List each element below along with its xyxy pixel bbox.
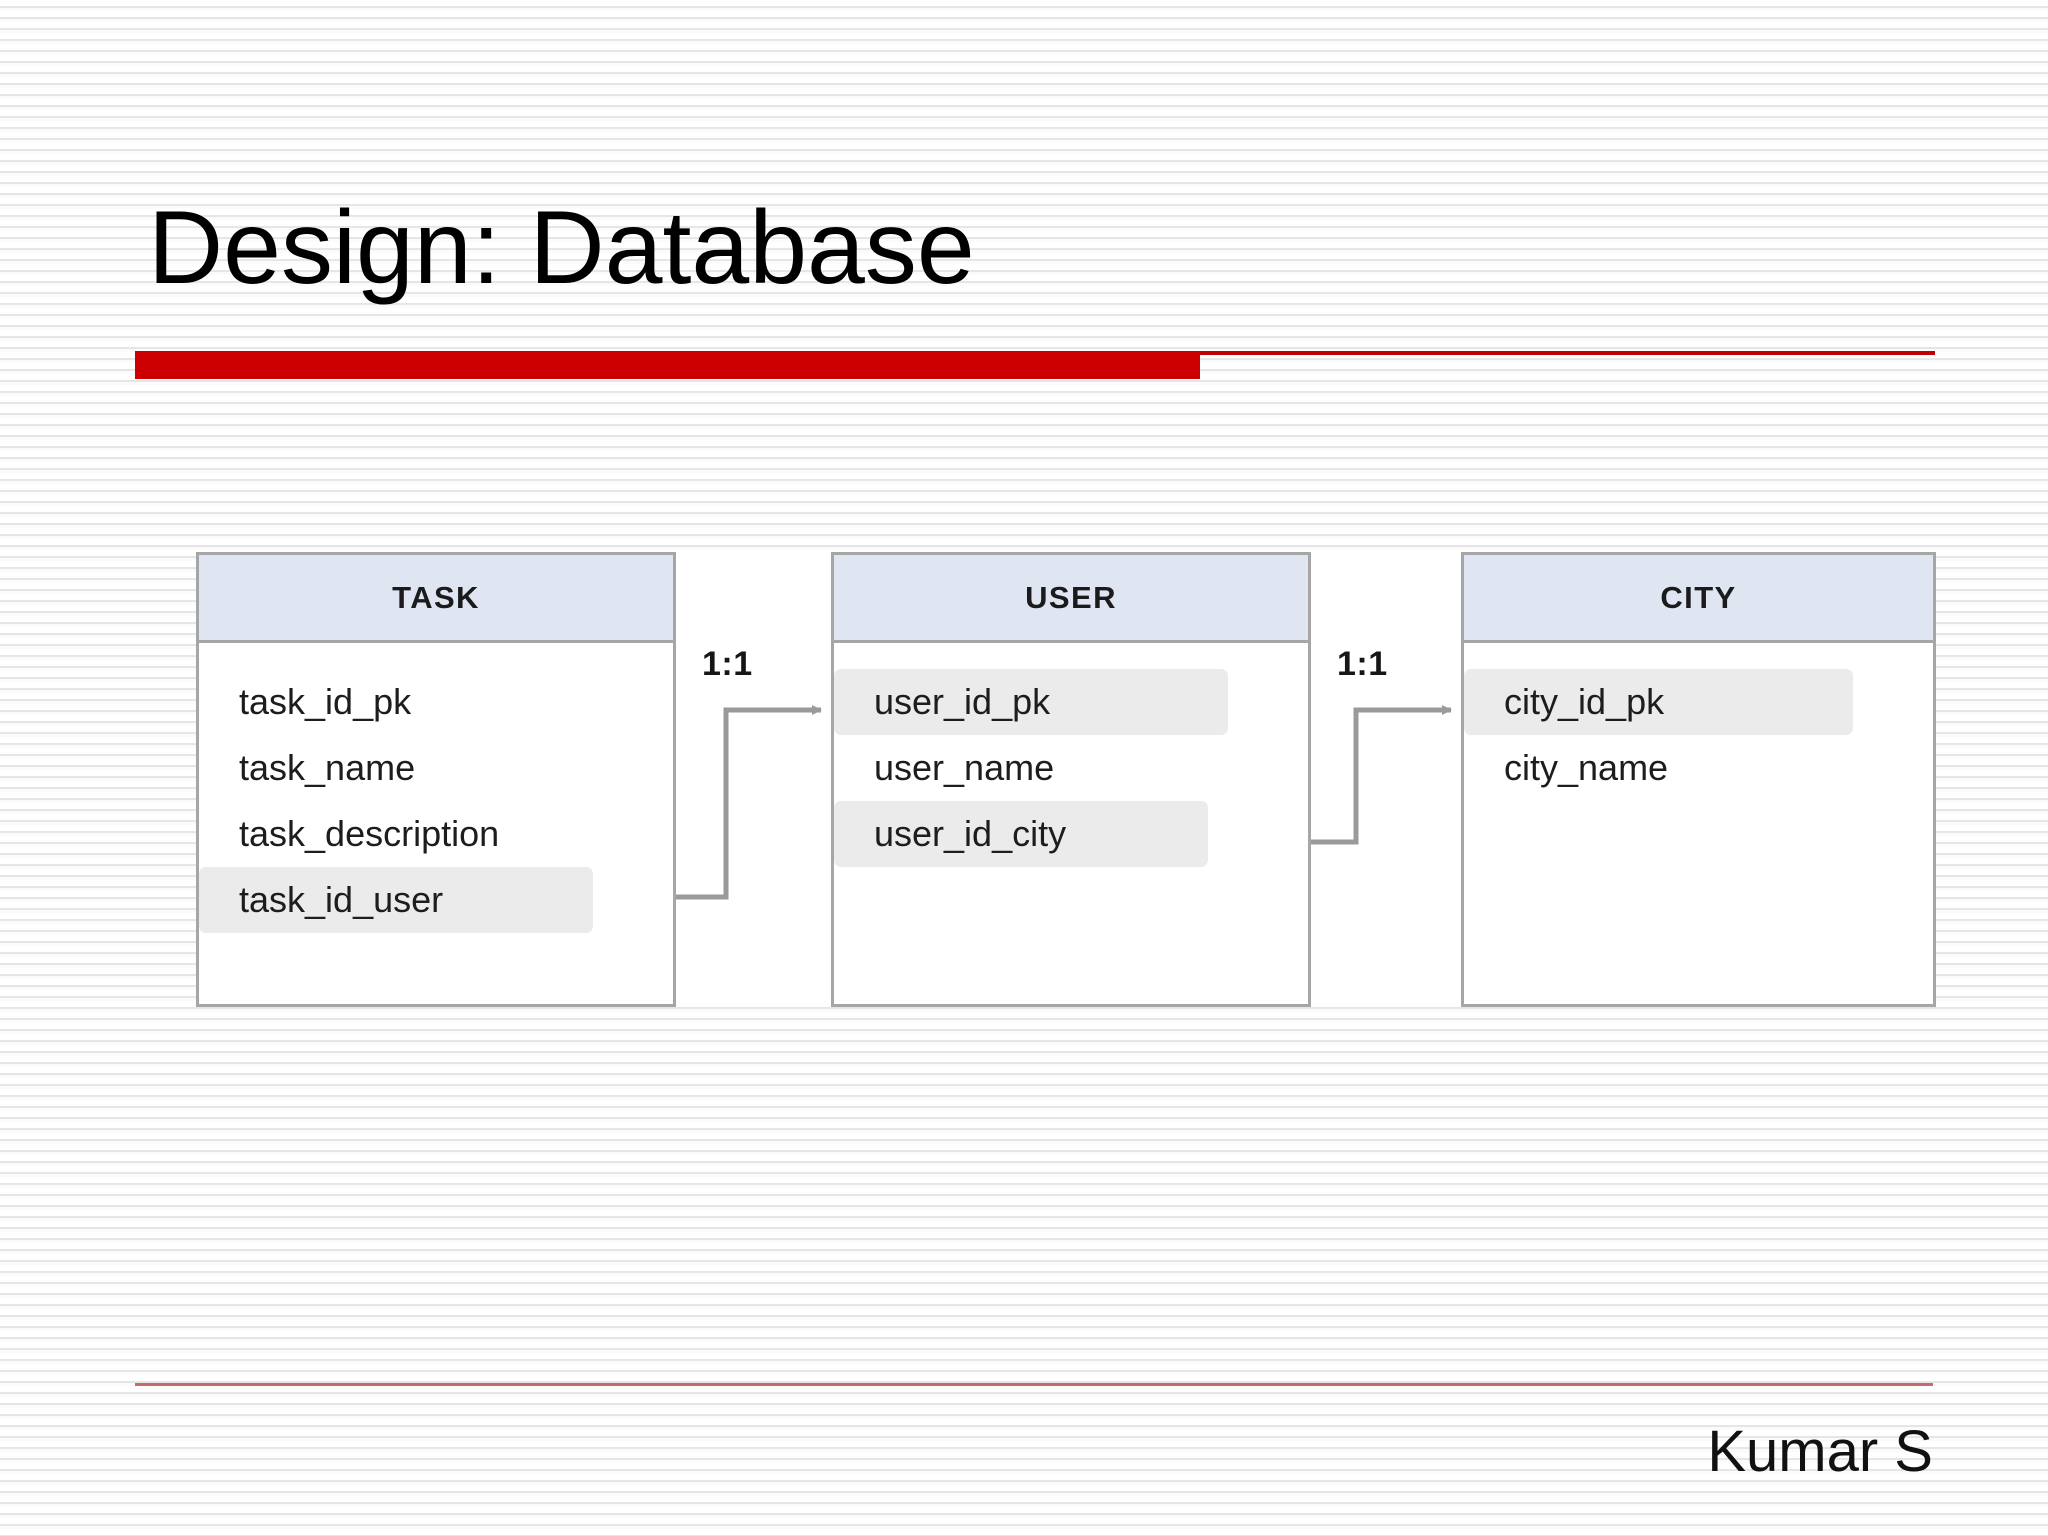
entity-user-header: USER [834, 555, 1308, 643]
field-city-id-pk[interactable]: city_id_pk [1464, 669, 1853, 735]
entity-city-header: CITY [1464, 555, 1933, 643]
page-title: Design: Database [148, 190, 975, 306]
field-task-description[interactable]: task_description [199, 801, 673, 867]
entity-task-title: TASK [392, 579, 480, 615]
field-label: task_id_pk [239, 681, 412, 722]
entity-city-title: CITY [1660, 579, 1737, 615]
footer-divider [135, 1383, 1933, 1386]
entity-user-title: USER [1025, 579, 1117, 615]
field-task-id-user[interactable]: task_id_user [199, 867, 593, 933]
field-label: user_id_city [874, 813, 1067, 854]
footer-author: Kumar S [1707, 1419, 1933, 1484]
cardinality-label-user-city: 1:1 [1337, 645, 1388, 683]
entity-task[interactable]: TASK task_id_pk task_name task_descripti… [196, 552, 676, 1007]
entity-task-body: task_id_pk task_name task_description ta… [199, 643, 673, 933]
field-label: task_id_user [239, 879, 444, 920]
entity-city-body: city_id_pk city_name [1464, 643, 1933, 801]
cardinality-label-task-user: 1:1 [702, 645, 753, 683]
field-label: city_name [1504, 747, 1669, 788]
field-label: city_id_pk [1504, 681, 1665, 722]
field-task-name[interactable]: task_name [199, 735, 673, 801]
field-label: task_name [239, 747, 416, 788]
field-label: user_id_pk [874, 681, 1051, 722]
field-task-id-pk[interactable]: task_id_pk [199, 669, 673, 735]
title-accent-rule-thick [135, 351, 1200, 379]
field-label: user_name [874, 747, 1055, 788]
entity-user[interactable]: USER user_id_pk user_name user_id_city [831, 552, 1311, 1007]
field-user-id-city[interactable]: user_id_city [834, 801, 1208, 867]
field-user-name[interactable]: user_name [834, 735, 1308, 801]
entity-city[interactable]: CITY city_id_pk city_name [1461, 552, 1936, 1007]
entity-task-header: TASK [199, 555, 673, 643]
er-diagram: TASK task_id_pk task_name task_descripti… [196, 552, 1936, 1007]
field-user-id-pk[interactable]: user_id_pk [834, 669, 1228, 735]
entity-user-body: user_id_pk user_name user_id_city [834, 643, 1308, 867]
field-city-name[interactable]: city_name [1464, 735, 1933, 801]
field-label: task_description [239, 813, 500, 854]
